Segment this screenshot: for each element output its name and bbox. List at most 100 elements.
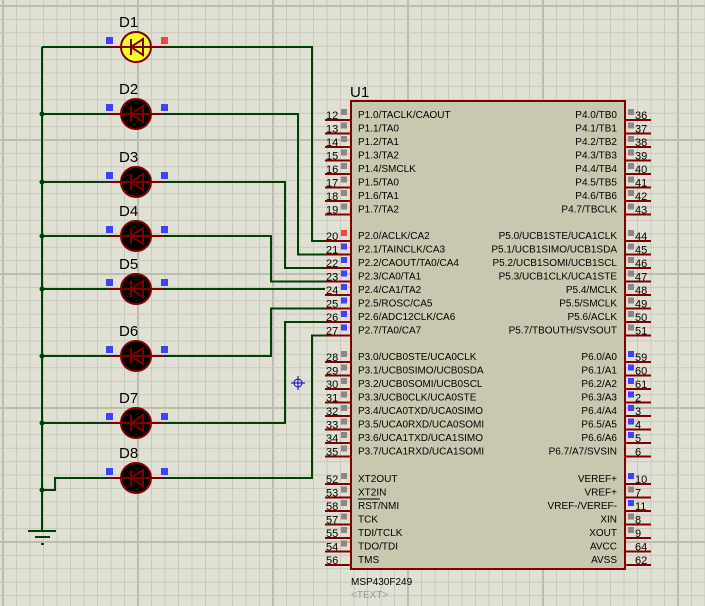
pin-name: P6.7/A7/SVSIN	[549, 447, 617, 458]
pin-name: P6.0/A0	[581, 352, 617, 363]
pin-state-indicator	[341, 486, 347, 493]
pin-state-indicator	[341, 176, 347, 183]
pin-state-indicator	[628, 270, 634, 277]
pin-name: TDO/TDI	[358, 542, 398, 553]
pin-state-indicator	[341, 378, 347, 384]
pin-name: RST/NMI	[358, 501, 399, 512]
pin-6[interactable]: 6P6.7/A7/SVSIN	[549, 447, 651, 459]
pin-4[interactable]: 4P6.5/A5	[581, 418, 651, 432]
pin-5[interactable]: 5P6.6/A6	[581, 432, 651, 445]
pin-state-indicator	[341, 284, 347, 290]
pin-number: 61	[635, 379, 647, 391]
pin-name: P6.1/A1	[581, 366, 617, 377]
junction-dot	[39, 420, 45, 426]
led-label: D4	[119, 203, 138, 220]
led-d7[interactable]: D7	[106, 390, 168, 439]
led-d4[interactable]: D4	[106, 203, 168, 252]
led-d6[interactable]: D6	[106, 323, 168, 372]
pin-3[interactable]: 3P6.4/A4	[581, 405, 651, 418]
led-d3[interactable]: D3	[106, 149, 168, 198]
pin-state-indicator	[341, 351, 347, 357]
pin-number: 47	[635, 272, 647, 284]
led-d2[interactable]: D2	[106, 81, 168, 130]
led-d5[interactable]: D5	[106, 256, 168, 305]
pin-state-indicator	[341, 513, 347, 520]
pin-number: 40	[635, 164, 647, 176]
led-pin-state-left	[106, 104, 113, 111]
pin-name: P5.1/UCB1SIMO/UCB1SDA	[491, 245, 617, 256]
pin-name: VREF-/VEREF-	[548, 501, 617, 512]
pin-state-indicator	[628, 284, 634, 290]
pin-2[interactable]: 2P6.3/A3	[581, 391, 651, 405]
pin-name: AVCC	[590, 542, 617, 553]
pin-state-indicator	[341, 203, 347, 210]
pin-number: 16	[326, 164, 338, 176]
led-d8[interactable]: D8	[106, 445, 168, 494]
pin-number: 56	[326, 555, 338, 567]
pin-state-indicator	[628, 391, 634, 398]
led-d1[interactable]: D1	[106, 14, 168, 63]
pin-name: P2.2/CAOUT/TA0/CA4	[358, 258, 459, 269]
chip-body[interactable]	[350, 100, 626, 570]
